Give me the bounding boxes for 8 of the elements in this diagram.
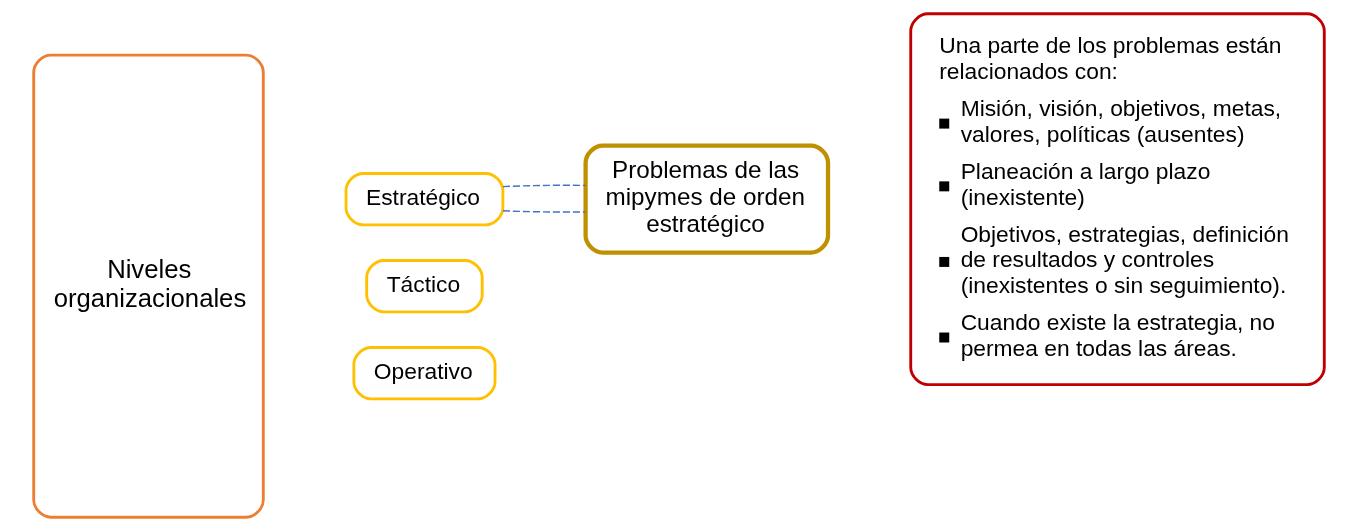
node-box: Táctico	[364, 259, 484, 314]
node-box: Estratégico	[344, 172, 504, 227]
node-box: Niveles organizacionales	[31, 53, 265, 519]
connector	[501, 210, 586, 213]
node-box: Una parte de los problemas están relacionados con: Misión, visión, objetivos, metas, valores, políticas (ausentes) Planeación a largo plazo (inexistente) Objetivos, estrategias, definición de resultados y controles (inexistentes o sin seguimiento). Cuando existe la estrategia, no permea en todas las áreas.	[908, 12, 1326, 386]
node-box: Operativo	[351, 346, 496, 401]
connector	[501, 184, 586, 188]
node-box: Problemas de las mipymes de orden estratégico	[582, 143, 830, 255]
